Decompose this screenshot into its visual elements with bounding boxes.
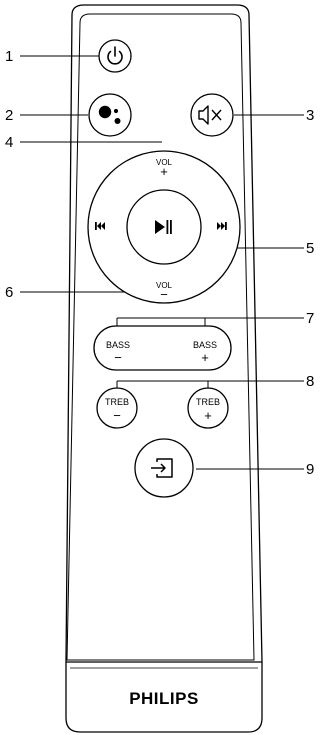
power-button[interactable] <box>98 39 132 73</box>
volume-down-label: VOL <box>156 281 173 290</box>
next-track-icon <box>217 222 227 230</box>
bass-control <box>93 325 232 371</box>
callout-7: 7 <box>306 310 314 327</box>
treble-down-symbol: − <box>113 408 121 423</box>
callout-6: 6 <box>5 284 13 301</box>
bass-up-button[interactable]: BASS + <box>193 340 217 365</box>
play-pause-button[interactable] <box>126 189 202 265</box>
volume-up-symbol: + <box>160 164 168 179</box>
source-input-icon <box>151 458 173 478</box>
bass-up-label: BASS <box>193 340 217 350</box>
bass-down-label: BASS <box>106 340 130 350</box>
treble-down-label: TREB <box>105 397 129 407</box>
callout-3: 3 <box>306 107 314 124</box>
mute-button[interactable] <box>190 93 234 137</box>
volume-down-symbol: − <box>160 287 168 302</box>
brand-logo: PHILIPS <box>129 689 199 708</box>
next-track-button[interactable] <box>217 222 227 230</box>
volume-up-button[interactable]: VOL + <box>156 158 173 179</box>
google-assistant-button[interactable] <box>88 93 132 137</box>
callout-5: 5 <box>306 240 314 257</box>
callout-numbers: 1 2 3 4 5 6 7 8 9 <box>5 48 314 478</box>
callout-8: 8 <box>306 373 314 390</box>
volume-down-button[interactable]: VOL − <box>156 281 173 302</box>
google-assistant-icon <box>98 105 121 124</box>
source-button[interactable] <box>134 438 194 498</box>
callout-1: 1 <box>5 48 13 65</box>
bass-up-symbol: + <box>201 350 209 365</box>
treble-up-button[interactable]: TREB + <box>187 387 229 429</box>
treble-down-button[interactable]: TREB − <box>96 387 138 429</box>
bass-down-symbol: − <box>114 350 122 365</box>
mute-icon <box>198 105 222 125</box>
treble-up-symbol: + <box>204 408 212 423</box>
play-pause-icon <box>155 220 172 234</box>
bass-down-button[interactable]: BASS − <box>106 340 130 365</box>
previous-track-icon <box>95 222 105 230</box>
treble-up-label: TREB <box>196 397 220 407</box>
volume-up-label: VOL <box>156 158 173 167</box>
previous-track-button[interactable] <box>95 222 105 230</box>
callout-2: 2 <box>5 107 13 124</box>
remote-body <box>65 4 263 733</box>
callout-9: 9 <box>306 461 314 478</box>
callout-4: 4 <box>5 134 13 151</box>
power-icon <box>107 46 123 65</box>
